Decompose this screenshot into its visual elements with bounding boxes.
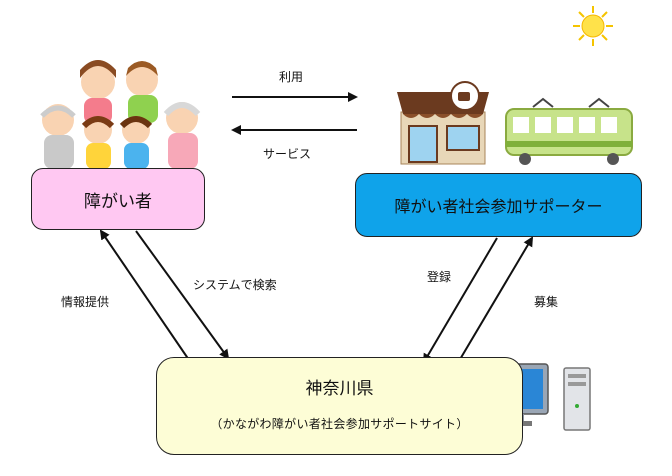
node-prefecture-label: 神奈川県 bbox=[305, 379, 374, 399]
node-supporters: 障がい者社会参加サポーター bbox=[355, 173, 642, 237]
cafe-icon bbox=[397, 81, 489, 165]
arrow-search bbox=[135, 230, 230, 360]
train-icon bbox=[505, 97, 633, 165]
label-recruit: 募集 bbox=[534, 295, 559, 309]
label-register: 登録 bbox=[427, 270, 452, 284]
label-info: 情報提供 bbox=[61, 295, 110, 309]
node-users-label: 障がい者 bbox=[84, 191, 152, 212]
label-service: サービス bbox=[263, 147, 312, 161]
label-search: システムで検索 bbox=[193, 278, 277, 292]
arrow-info bbox=[99, 229, 190, 361]
arrow-recruit bbox=[458, 236, 534, 362]
label-use: 利用 bbox=[279, 70, 304, 84]
node-supporters-label: 障がい者社会参加サポーター bbox=[394, 197, 603, 216]
family-icon bbox=[40, 60, 201, 169]
node-prefecture-subtitle: （かながわ障がい者社会参加サポートサイト） bbox=[210, 417, 469, 431]
node-users: 障がい者 bbox=[31, 168, 205, 230]
node-prefecture: 神奈川県 （かながわ障がい者社会参加サポートサイト） bbox=[156, 357, 523, 455]
sun-icon bbox=[573, 6, 613, 46]
arrow-register bbox=[422, 237, 498, 364]
